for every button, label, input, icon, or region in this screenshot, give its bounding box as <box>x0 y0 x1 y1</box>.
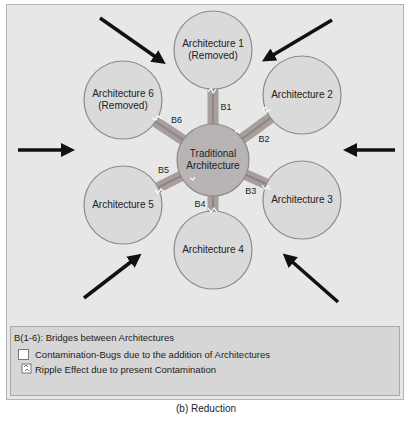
circle-shape <box>174 11 252 89</box>
bridge-band <box>208 196 219 211</box>
circle-text-wrap: Architecture 1 (Removed) <box>181 10 245 90</box>
circle-label: Traditional Architecture <box>184 148 242 172</box>
circle-text-wrap: Architecture 3 <box>270 160 334 240</box>
architecture-circle: Architecture 5 <box>83 165 163 245</box>
circle-shape <box>177 124 249 196</box>
legend-swatch <box>18 349 29 360</box>
circle-shape <box>84 166 162 244</box>
circle-shape <box>84 61 162 139</box>
circle-label: Architecture 2 <box>271 89 333 101</box>
architecture-circle: Architecture 2 <box>262 55 342 135</box>
architecture-circle: Architecture 4 <box>173 210 253 290</box>
architecture-circle: Architecture 3 <box>262 160 342 240</box>
circle-text-wrap: Architecture 2 <box>270 55 334 135</box>
bridge-label: B2 <box>258 134 269 144</box>
circle-text-wrap: Architecture 6 (Removed) <box>91 60 155 140</box>
bridge-connector <box>213 89 214 124</box>
bridge-core <box>212 89 214 124</box>
circle-text-stack: Architecture 3 <box>271 194 333 206</box>
circle-text-stack: Architecture 6 (Removed) <box>91 88 155 112</box>
bridge-label: B5 <box>158 165 169 175</box>
figure-caption: (b) Reduction <box>0 403 412 414</box>
circle-text-wrap: Architecture 5 <box>91 165 155 245</box>
bridge-label: B6 <box>171 115 182 125</box>
legend-text: B(1-6): Bridges between Architectures <box>14 332 174 343</box>
circle-text-stack: Architecture 4 <box>182 244 244 256</box>
bridge-connector <box>158 176 181 187</box>
circle-text-wrap: Architecture 4 <box>181 210 245 290</box>
circle-text-stack: Architecture 1 (Removed) <box>181 38 245 62</box>
circle-label: Architecture 6 (Removed) <box>91 88 155 112</box>
circle-label: Architecture 5 <box>92 199 154 211</box>
circle-text-wrap: Traditional Architecture <box>184 123 242 197</box>
legend-text: Ripple Effect due to present Contaminati… <box>35 364 216 375</box>
architecture-circle: Architecture 6 (Removed) <box>83 60 163 140</box>
core-circle: Traditional Architecture <box>176 123 250 197</box>
pressure-arrows <box>18 18 395 302</box>
bridge-connector <box>213 196 214 211</box>
circle-shape <box>174 211 252 289</box>
architecture-circle: Architecture 1 (Removed) <box>173 10 253 90</box>
bridge-connector <box>246 175 267 184</box>
circle-label: Architecture 4 <box>182 244 244 256</box>
bridge-band <box>158 176 181 187</box>
contamination-bugs <box>152 88 271 212</box>
bridge-label: B3 <box>245 186 256 196</box>
bridge-core <box>158 176 181 187</box>
legend-text: Contamination-Bugs due to the addition o… <box>35 349 270 360</box>
circle-text-stack: Traditional Architecture <box>184 148 242 172</box>
ripple-sample <box>22 364 31 373</box>
circle-shape <box>263 56 341 134</box>
legend-row: Ripple Effect due to present Contaminati… <box>18 364 216 375</box>
legend-row: B(1-6): Bridges between Architectures <box>14 332 174 343</box>
circle-label: Architecture 3 <box>271 194 333 206</box>
bridge-label: B1 <box>220 102 231 112</box>
bridge-band <box>246 175 267 184</box>
bridge-core <box>246 175 267 184</box>
circle-shape <box>263 161 341 239</box>
bridge-label: B4 <box>194 199 205 209</box>
circle-text-stack: Architecture 2 <box>271 89 333 101</box>
circle-text-stack: Architecture 5 <box>92 199 154 211</box>
legend-row: Contamination-Bugs due to the addition o… <box>18 349 270 360</box>
circle-label: Architecture 1 (Removed) <box>181 38 245 62</box>
bridge-core <box>212 196 214 211</box>
bridge-band <box>208 89 219 124</box>
